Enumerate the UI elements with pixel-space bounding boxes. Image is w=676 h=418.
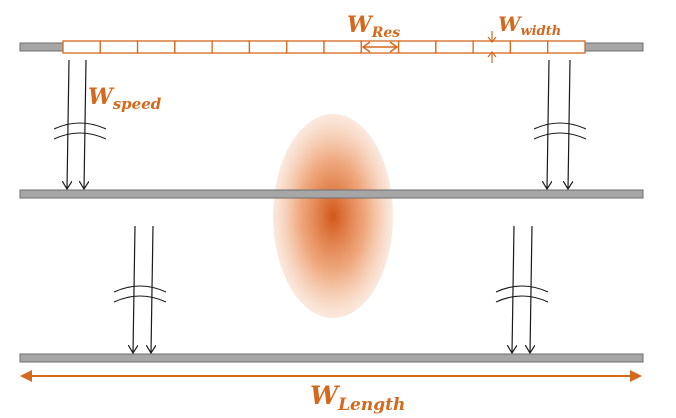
down-arrow: [530, 225, 532, 353]
break-mark: [495, 295, 549, 303]
w-width-label: Wwidth: [498, 12, 561, 39]
w-res-label: WRes: [347, 12, 400, 41]
strip-segment: [435, 40, 474, 54]
strip-segment: [174, 40, 213, 54]
strip-segment: [397, 40, 437, 54]
strip-segment: [211, 40, 251, 54]
arrow-groups: [53, 59, 587, 353]
break-mark: [495, 285, 549, 293]
down-arrow: [151, 225, 153, 353]
strip-segment: [62, 40, 101, 54]
w-speed-label: Wspeed: [88, 84, 162, 113]
sample-spot: [273, 114, 393, 318]
strip-segment: [472, 40, 512, 54]
strip-segment: [99, 40, 139, 54]
bottom-bar: [19, 353, 644, 363]
middle-bar: [19, 189, 644, 199]
break-mark: [53, 122, 107, 130]
break-mark: [113, 295, 167, 303]
w-res-dimension: [361, 41, 399, 53]
break-mark: [533, 122, 587, 130]
break-mark: [113, 285, 167, 293]
w-width-dimension: [487, 31, 497, 63]
strip-segment: [509, 40, 549, 54]
break-mark: [53, 132, 107, 140]
down-arrow: [84, 59, 86, 189]
down-arrow: [133, 225, 135, 353]
w-length-label: WLength: [310, 381, 405, 415]
segment-strip: [62, 40, 586, 54]
strip-segment: [286, 40, 325, 54]
w-length-dimension: [20, 370, 642, 382]
strip-segment: [547, 40, 586, 54]
strip-segment: [323, 40, 362, 54]
strip-segment: [248, 40, 288, 54]
down-arrow: [512, 225, 514, 353]
down-arrow: [568, 59, 570, 189]
break-mark: [533, 132, 587, 140]
strip-segment: [136, 40, 176, 54]
